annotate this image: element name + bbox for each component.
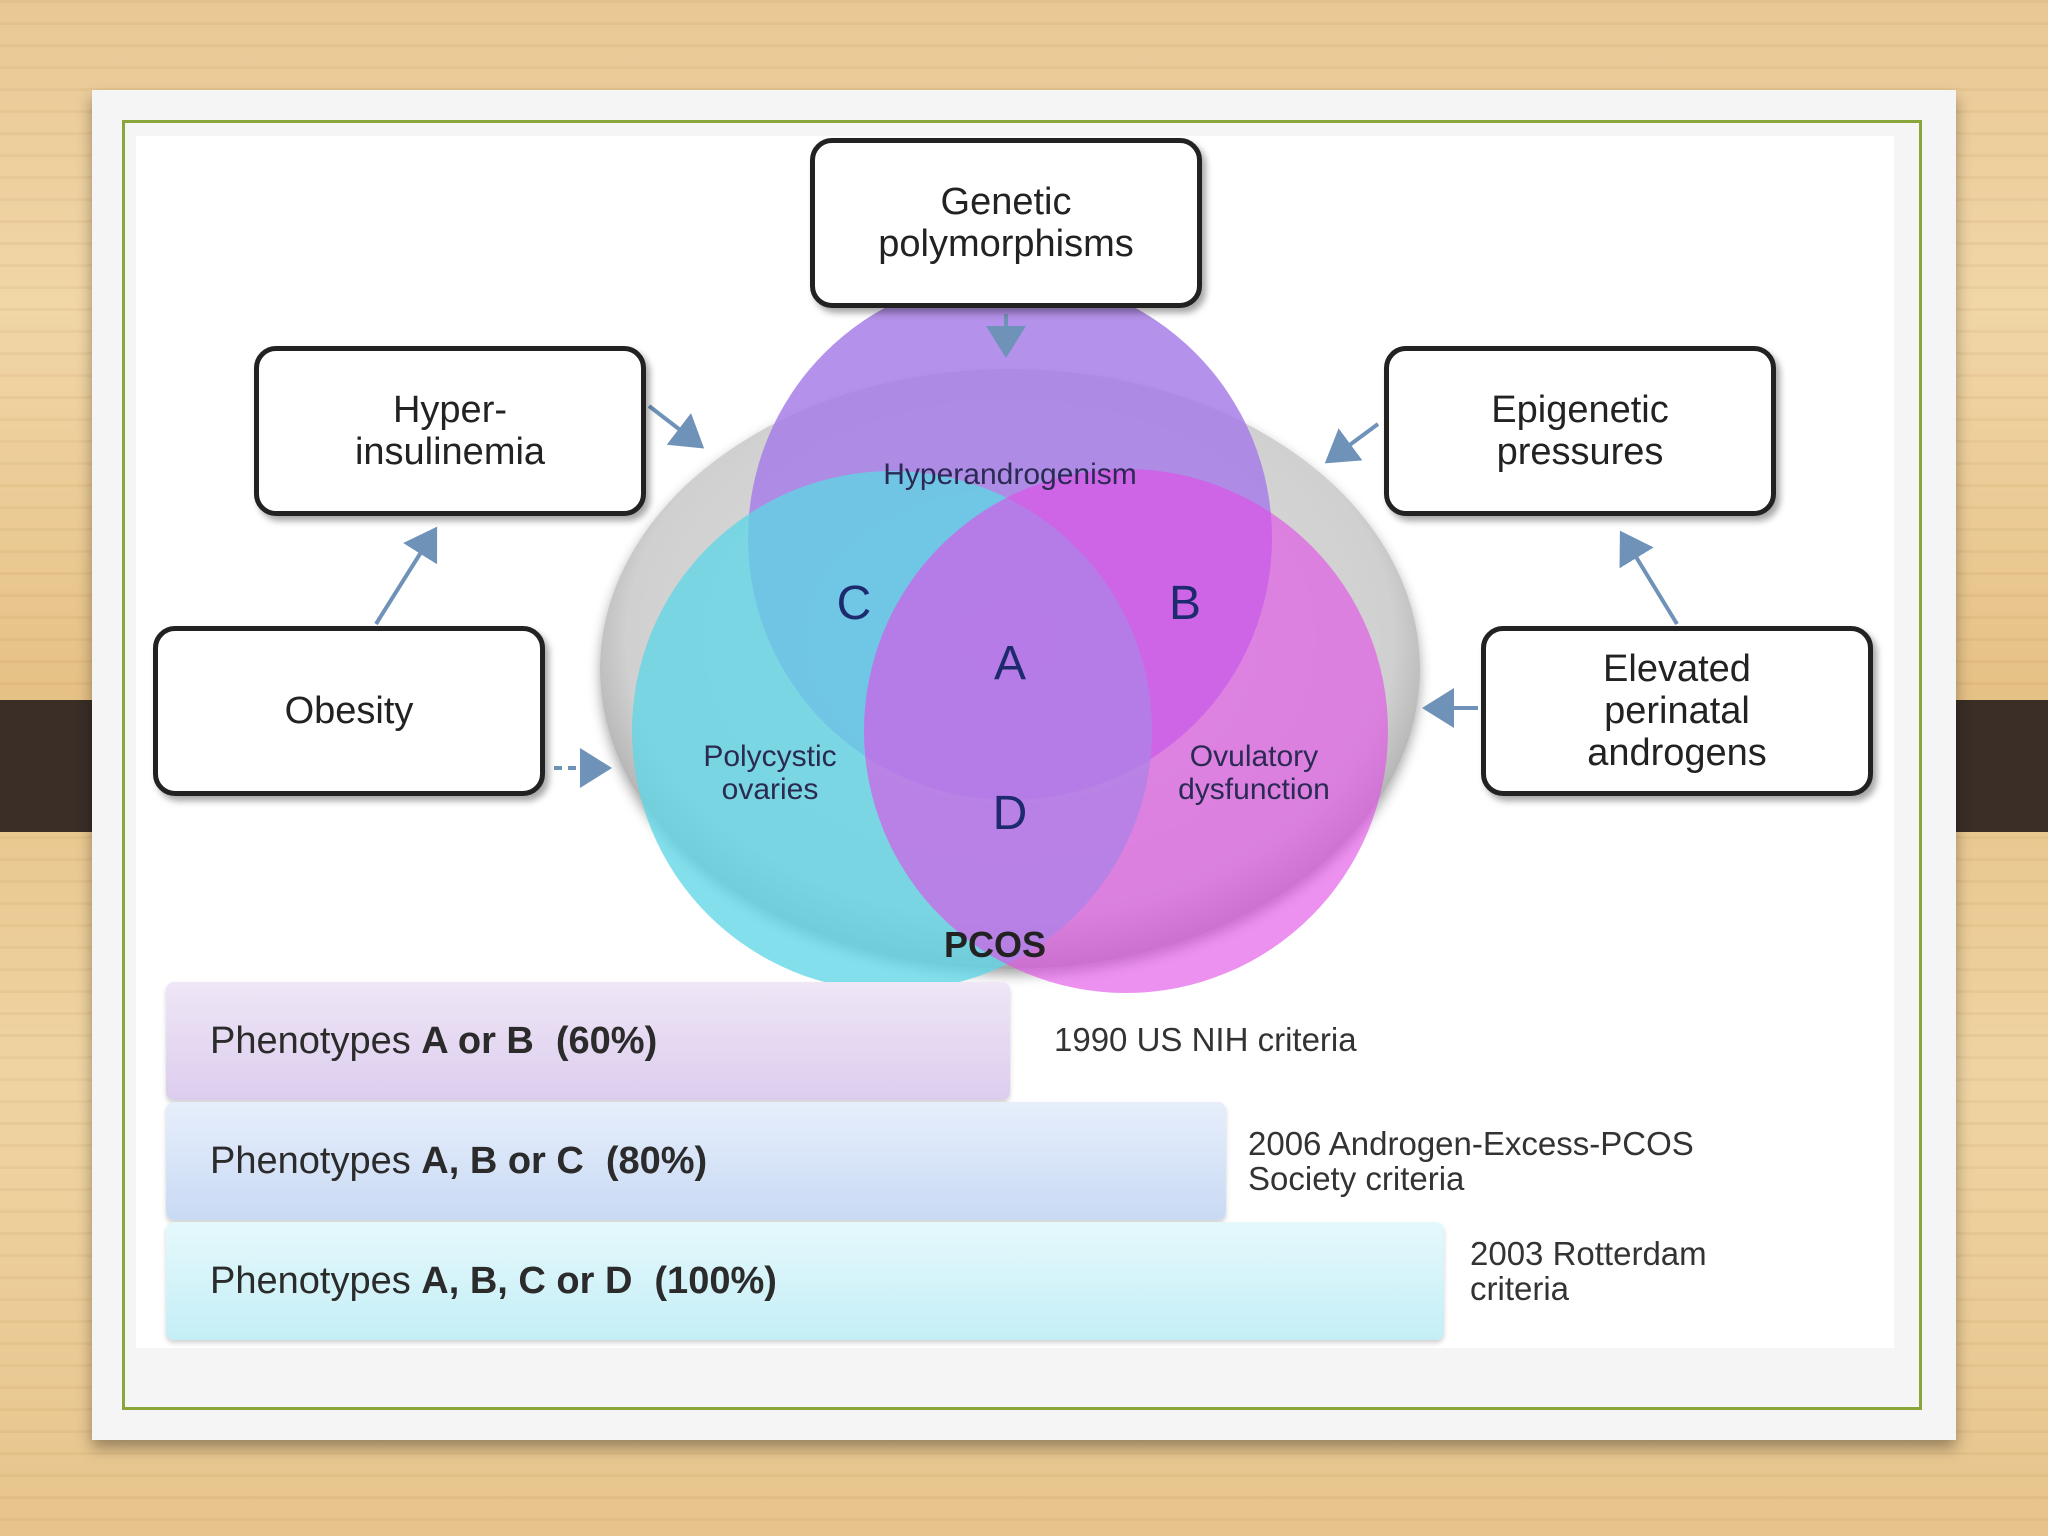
arrow-obesity-to-hyperinsulinemia — [374, 526, 438, 626]
epigenetic-pressures-box: Epigenetic pressures — [1384, 346, 1776, 516]
phenotype-bar-aes: Phenotypes A, B or C (80%) — [166, 1102, 1226, 1220]
phenotype-bar-rotterdam-letters: A, B, C or D — [421, 1259, 633, 1302]
phenotype-letter-a: A — [993, 637, 1026, 690]
phenotype-bar-nih-percent: (60%) — [555, 1019, 658, 1062]
arrow-hyperinsulinemia — [647, 404, 705, 449]
pcos-label: PCOS — [944, 924, 1047, 965]
obesity-box: Obesity — [153, 626, 545, 796]
arrow-perinatal-to-epigenetic — [1619, 530, 1679, 626]
arrow-epigenetic — [1324, 422, 1380, 464]
hyperinsulinemia-box: Hyper- insulinemia — [254, 346, 646, 516]
elevated-perinatal-androgens-box: Elevated perinatal androgens — [1481, 626, 1873, 796]
phenotype-bar-rotterdam-prefix: Phenotypes — [210, 1259, 411, 1302]
phenotype-bar-aes-prefix: Phenotypes — [210, 1139, 411, 1182]
hyperandrogenism-label: Hyperandrogenism — [883, 458, 1137, 491]
phenotype-bar-rotterdam-percent: (100%) — [654, 1259, 777, 1302]
ovulatory-dysfunction-label: Ovulatory dysfunction — [1178, 740, 1330, 806]
phenotype-bar-rotterdam: Phenotypes A, B, C or D (100%) — [166, 1222, 1444, 1340]
slide-frame — [122, 120, 1922, 1410]
phenotype-letter-d: D — [992, 787, 1028, 840]
criteria-rotterdam: 2003 Rotterdam criteria — [1470, 1235, 1707, 1307]
polycystic-ovaries-label: Polycystic ovaries — [703, 740, 837, 806]
venn-diagram-graphics — [374, 276, 1679, 993]
phenotype-letter-b: B — [1168, 577, 1201, 630]
phenotype-bar-aes-percent: (80%) — [605, 1139, 708, 1182]
figure-panel: Genetic polymorphisms Hyper- insulinemia… — [136, 136, 1894, 1348]
genetic-polymorphisms-box: Genetic polymorphisms — [810, 138, 1202, 308]
phenotype-bar-nih-prefix: Phenotypes — [210, 1019, 411, 1062]
ovulatory-dysfunction-circle — [864, 469, 1388, 993]
phenotype-letter-c: C — [836, 577, 872, 630]
phenotype-bar-nih-letters: A or B — [421, 1019, 534, 1062]
criteria-aes: 2006 Androgen-Excess-PCOS Society criter… — [1248, 1125, 1694, 1197]
phenotype-bar-aes-letters: A, B or C — [421, 1139, 584, 1182]
phenotype-bar-nih: Phenotypes A or B (60%) — [166, 982, 1010, 1100]
criteria-nih: 1990 US NIH criteria — [1054, 1021, 1357, 1058]
